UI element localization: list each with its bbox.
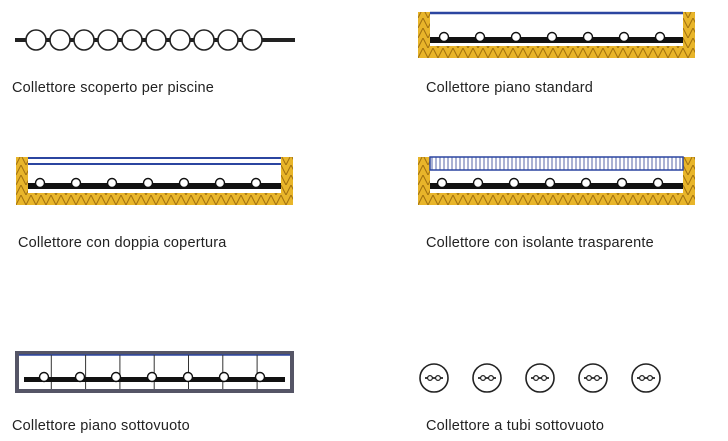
label-double: Collettore con doppia copertura [18,235,227,251]
absorber-tube [70,177,82,189]
tube-circle [121,29,143,51]
absorber-tube [110,371,122,383]
absorber-tube [508,177,520,189]
diagram-vacuum-flat [15,351,294,393]
tube-circle [193,29,215,51]
absorber-tube [142,177,154,189]
diagram-uncovered [15,29,295,51]
absorber-tube [218,371,230,383]
absorber-tube [474,31,486,43]
tube-circle [97,29,119,51]
label-uncovered: Collettore scoperto per piscine [12,80,215,96]
diagram-flat [418,11,695,58]
tube-circle [49,29,71,51]
tube-circle [73,29,95,51]
absorber-tube [546,31,558,43]
absorber-tube [250,177,262,189]
absorber-tube [106,177,118,189]
absorber-tube [438,31,450,43]
absorber-tube [472,177,484,189]
diagram-vacuum-tubes [419,363,661,393]
diagram-double [16,157,293,205]
absorber-tube [182,371,194,383]
absorber-tube [146,371,158,383]
absorber-tube [580,177,592,189]
vacuum-tube [472,363,502,393]
absorber-tube [34,177,46,189]
tube-circle [241,29,263,51]
vacuum-tube [525,363,555,393]
absorber-tube [582,31,594,43]
label-transparent: Collettore con isolante trasparente [426,235,654,251]
absorber-tube [616,177,628,189]
absorber-tube [178,177,190,189]
tube-circle [217,29,239,51]
label-vacuum-tubes: Collettore a tubi sottovuoto [426,418,605,434]
diagram-transparent [418,156,695,205]
tube-circle [145,29,167,51]
label-vacuum-flat: Collettore piano sottovuoto [12,418,190,434]
absorber-tube [652,177,664,189]
absorber-tube [38,371,50,383]
vacuum-tube [419,363,449,393]
label-flat: Collettore piano standard [426,80,594,96]
absorber-tube [510,31,522,43]
tube-circle [169,29,191,51]
absorber-tube [544,177,556,189]
vacuum-tube [631,363,661,393]
absorber-tube [74,371,86,383]
absorber-tube [214,177,226,189]
tube-circle [25,29,47,51]
absorber-tube [654,31,666,43]
vacuum-tube [578,363,608,393]
absorber-tube [254,371,266,383]
absorber-tube [436,177,448,189]
absorber-tube [618,31,630,43]
